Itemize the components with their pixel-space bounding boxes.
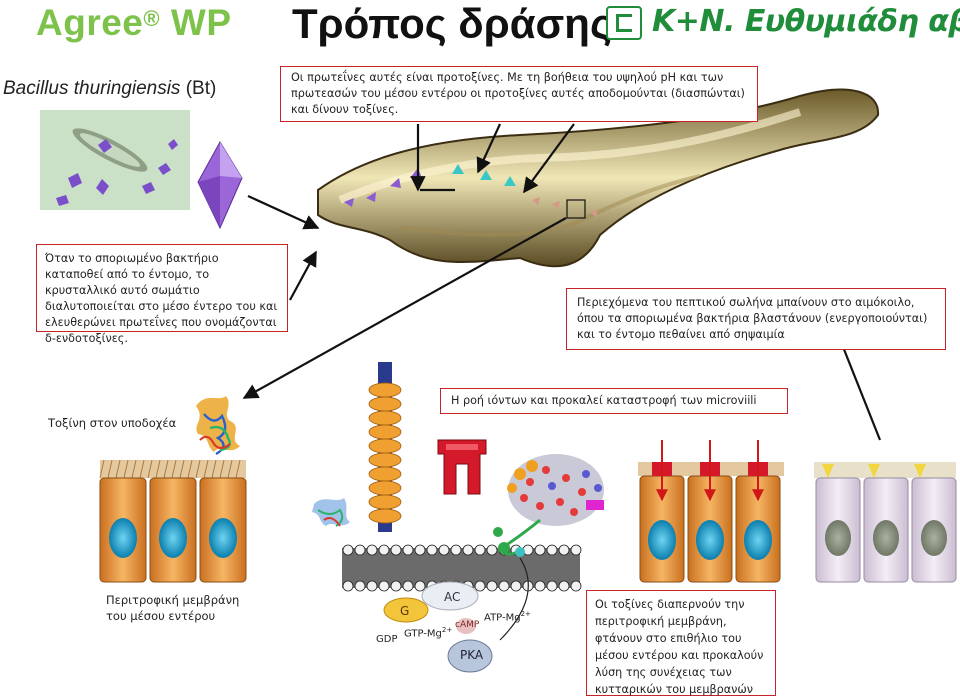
crystal-icon	[197, 141, 243, 230]
g-protein-label: G	[400, 604, 410, 618]
toxin-pore-icon	[437, 439, 487, 495]
toxin-protein-icon	[196, 396, 240, 456]
midgut-epithelial-cells-left	[99, 459, 247, 583]
ac-label: AC	[444, 590, 461, 604]
peritrophic-membrane-label: Περιτροφική μεμβράνη του μέσου εντέρου	[106, 593, 240, 623]
gtp-label: GTP-Mg2+	[404, 626, 453, 640]
toxin-receptor-label: Τοξίνη στον υποδοχέα	[48, 416, 177, 430]
ion-flow-box: Η ροή ιόντων και προκαλεί καταστροφή των…	[440, 388, 788, 414]
septicemia-box: Περιεχόμενα του πεπτικού σωλήνα μπαίνουν…	[566, 288, 946, 350]
cell-membrane-bilayer	[342, 544, 582, 592]
pka-label: PKA	[460, 648, 484, 662]
company-logo: Κ+Ν. Ευθυμιάδη αβεε	[606, 4, 960, 44]
toxin-penetration-box: Οι τοξίνες διαπερνούν την περιτροφική με…	[586, 590, 776, 696]
camp-label: cAMP	[455, 620, 480, 630]
insect-midgut	[317, 88, 880, 268]
midgut-epithelial-cells-right	[638, 440, 784, 583]
gdp-label: GDP	[376, 634, 398, 645]
logo-mark-icon	[606, 6, 642, 40]
signaling-cascade	[383, 557, 529, 673]
protein-molecular-model	[493, 454, 604, 557]
proteins-protoxins-box: Οι πρωτεΐνες αυτές είναι προτοξίνες. Με …	[280, 66, 758, 122]
receptor-column	[312, 362, 402, 532]
page-title: Τρόπος δράσης	[292, 0, 612, 47]
logo-text: Κ+Ν. Ευθυμιάδη αβεε	[652, 4, 960, 39]
bacterium-micrograph	[40, 110, 190, 210]
atp-label: ATP-Mg2+	[484, 610, 531, 624]
brand-title: Agree® WP	[36, 2, 232, 43]
lysed-cells	[814, 462, 957, 583]
ingestion-box: Όταν το σποριωμένο βακτήριο καταποθεί απ…	[36, 244, 288, 345]
organism-name: Bacillus thuringiensis (Bt)	[3, 78, 217, 99]
